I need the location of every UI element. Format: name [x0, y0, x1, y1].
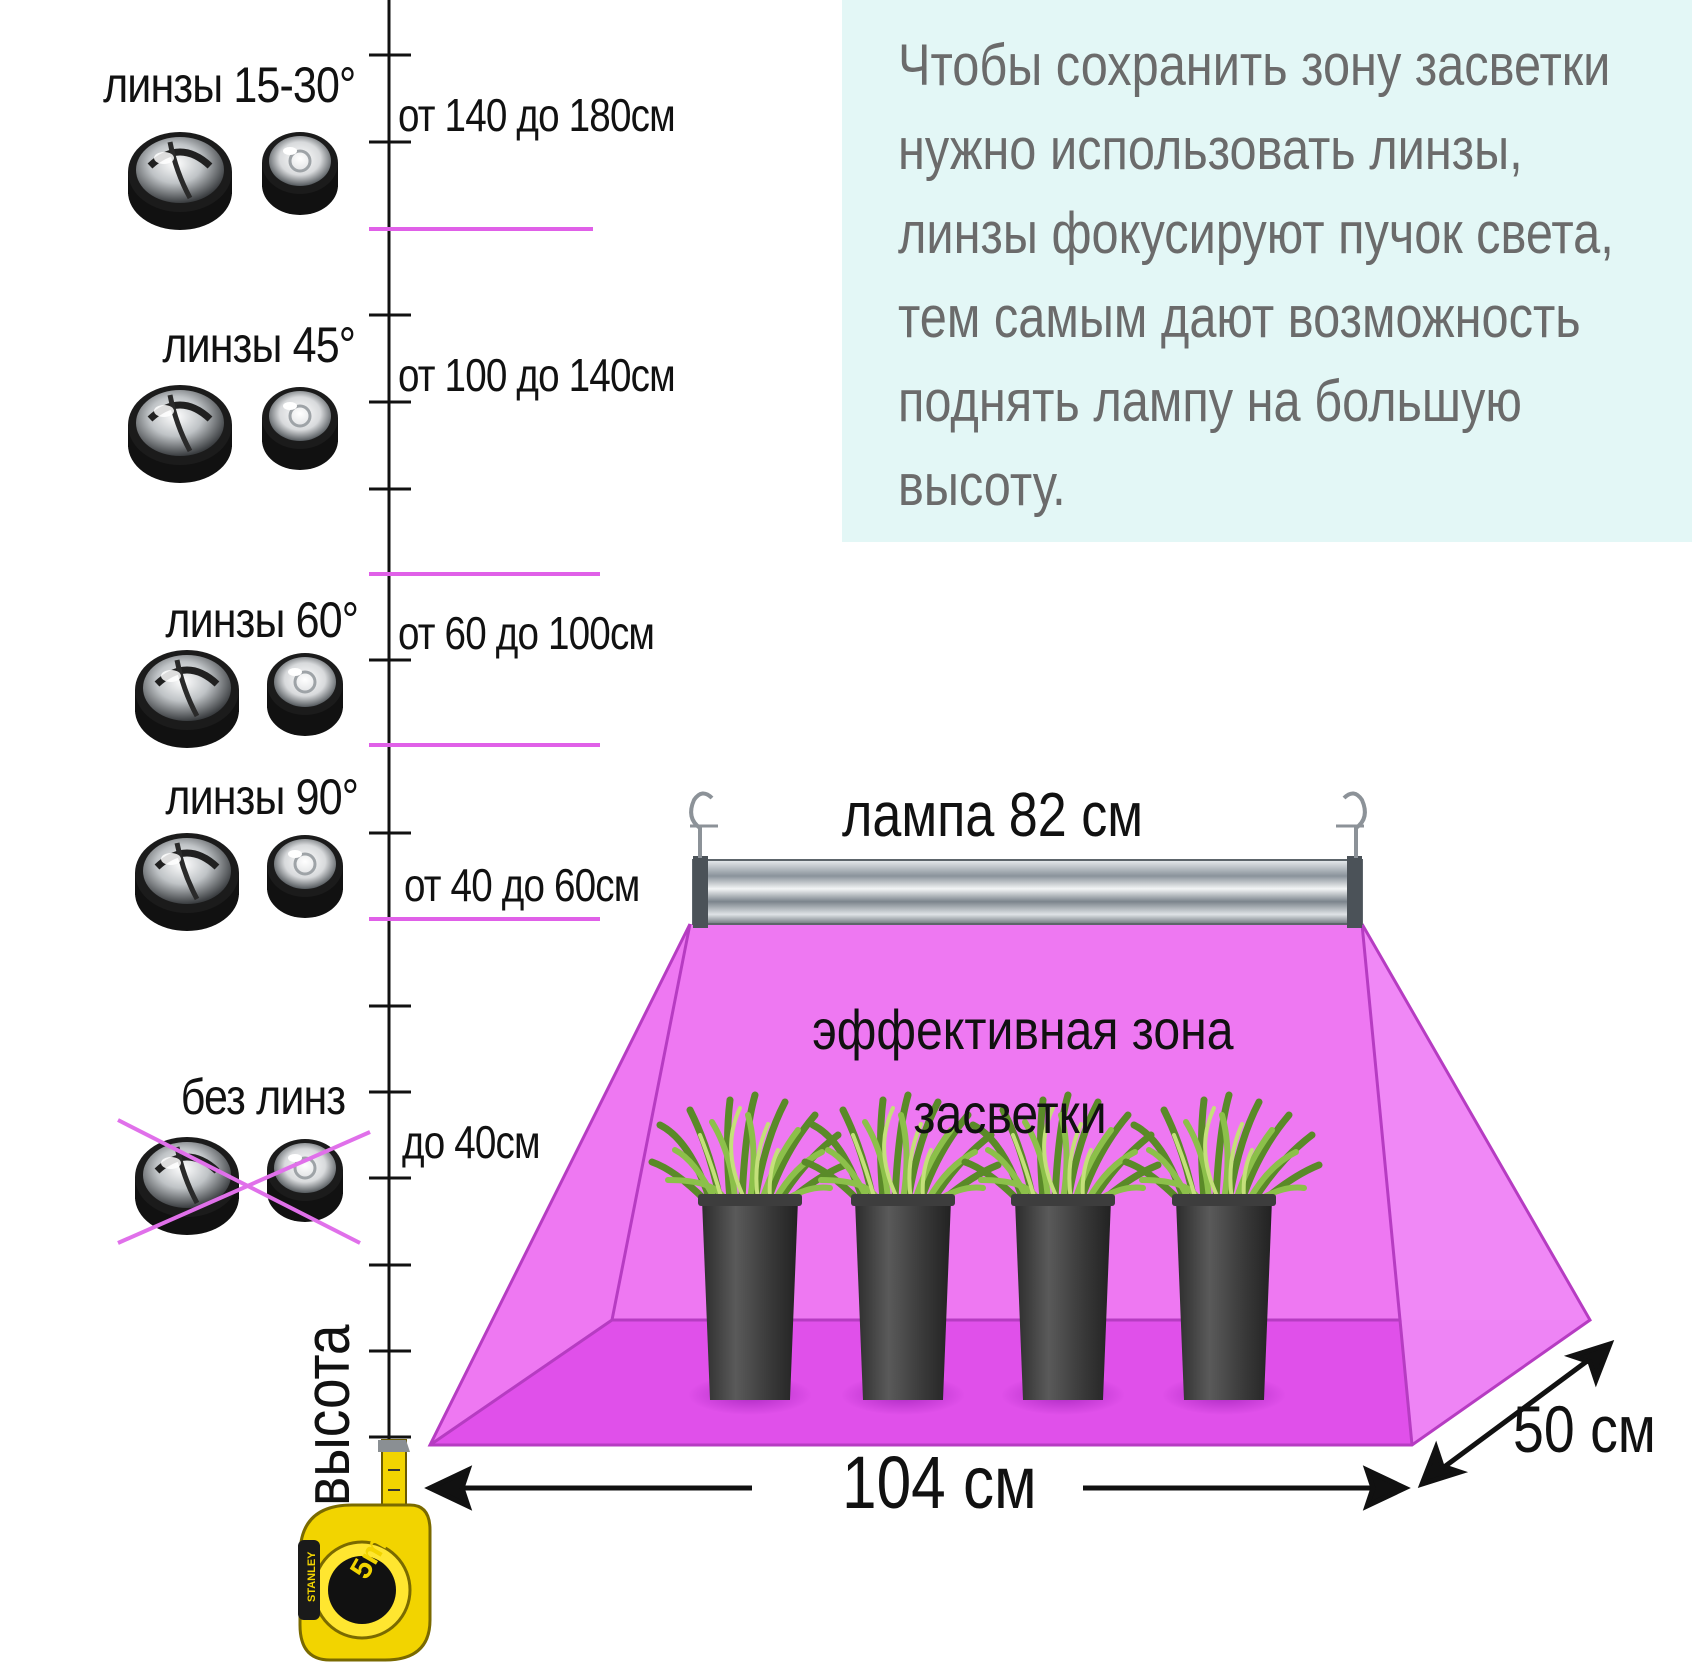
lens-title-no-lens: без линз	[180, 1069, 346, 1125]
range-label: до 40см	[402, 1116, 541, 1168]
info-line: высоту.	[898, 453, 1066, 518]
info-text: Чтобы сохранить зону засветки нужно испо…	[898, 24, 1614, 528]
zone-label-line-2: засветки	[913, 1082, 1107, 1145]
tape-measure-icon	[298, 1439, 432, 1662]
zone-label-line-1: эффективная зона	[812, 998, 1234, 1061]
lens-title: линзы 15-30°	[102, 57, 356, 113]
lens-title: линзы 90°	[165, 769, 359, 825]
info-line: поднять лампу на большую	[898, 369, 1522, 434]
info-line: Чтобы сохранить зону засветки	[898, 33, 1611, 98]
range-label: от 100 до 140см	[398, 349, 676, 401]
info-line: линзы фокусируют пучок света,	[898, 201, 1614, 266]
width-label: 104 см	[842, 1441, 1037, 1524]
range-label: от 40 до 60см	[404, 859, 640, 911]
info-box: Чтобы сохранить зону засветки нужно испо…	[842, 0, 1692, 542]
depth-arrow	[1417, 1340, 1615, 1488]
lens-title: линзы 60°	[165, 592, 359, 648]
depth-label: 50 см	[1513, 1392, 1656, 1466]
range-label: от 60 до 100см	[398, 607, 655, 659]
range-label: от 140 до 180см	[398, 89, 676, 141]
width-arrow	[424, 1465, 1411, 1511]
lens-icons	[117, 132, 371, 1245]
tape-brand-label: STANLEY	[306, 1551, 318, 1602]
lamp	[689, 791, 1367, 928]
lens-title: линзы 45°	[162, 317, 356, 373]
height-label: высота	[291, 1324, 363, 1506]
info-line: нужно использовать линзы,	[898, 117, 1523, 182]
lamp-label: лампа 82 см	[842, 781, 1144, 850]
height-ruler	[369, 0, 600, 1440]
info-line: тем самым дают возможность	[898, 285, 1581, 350]
